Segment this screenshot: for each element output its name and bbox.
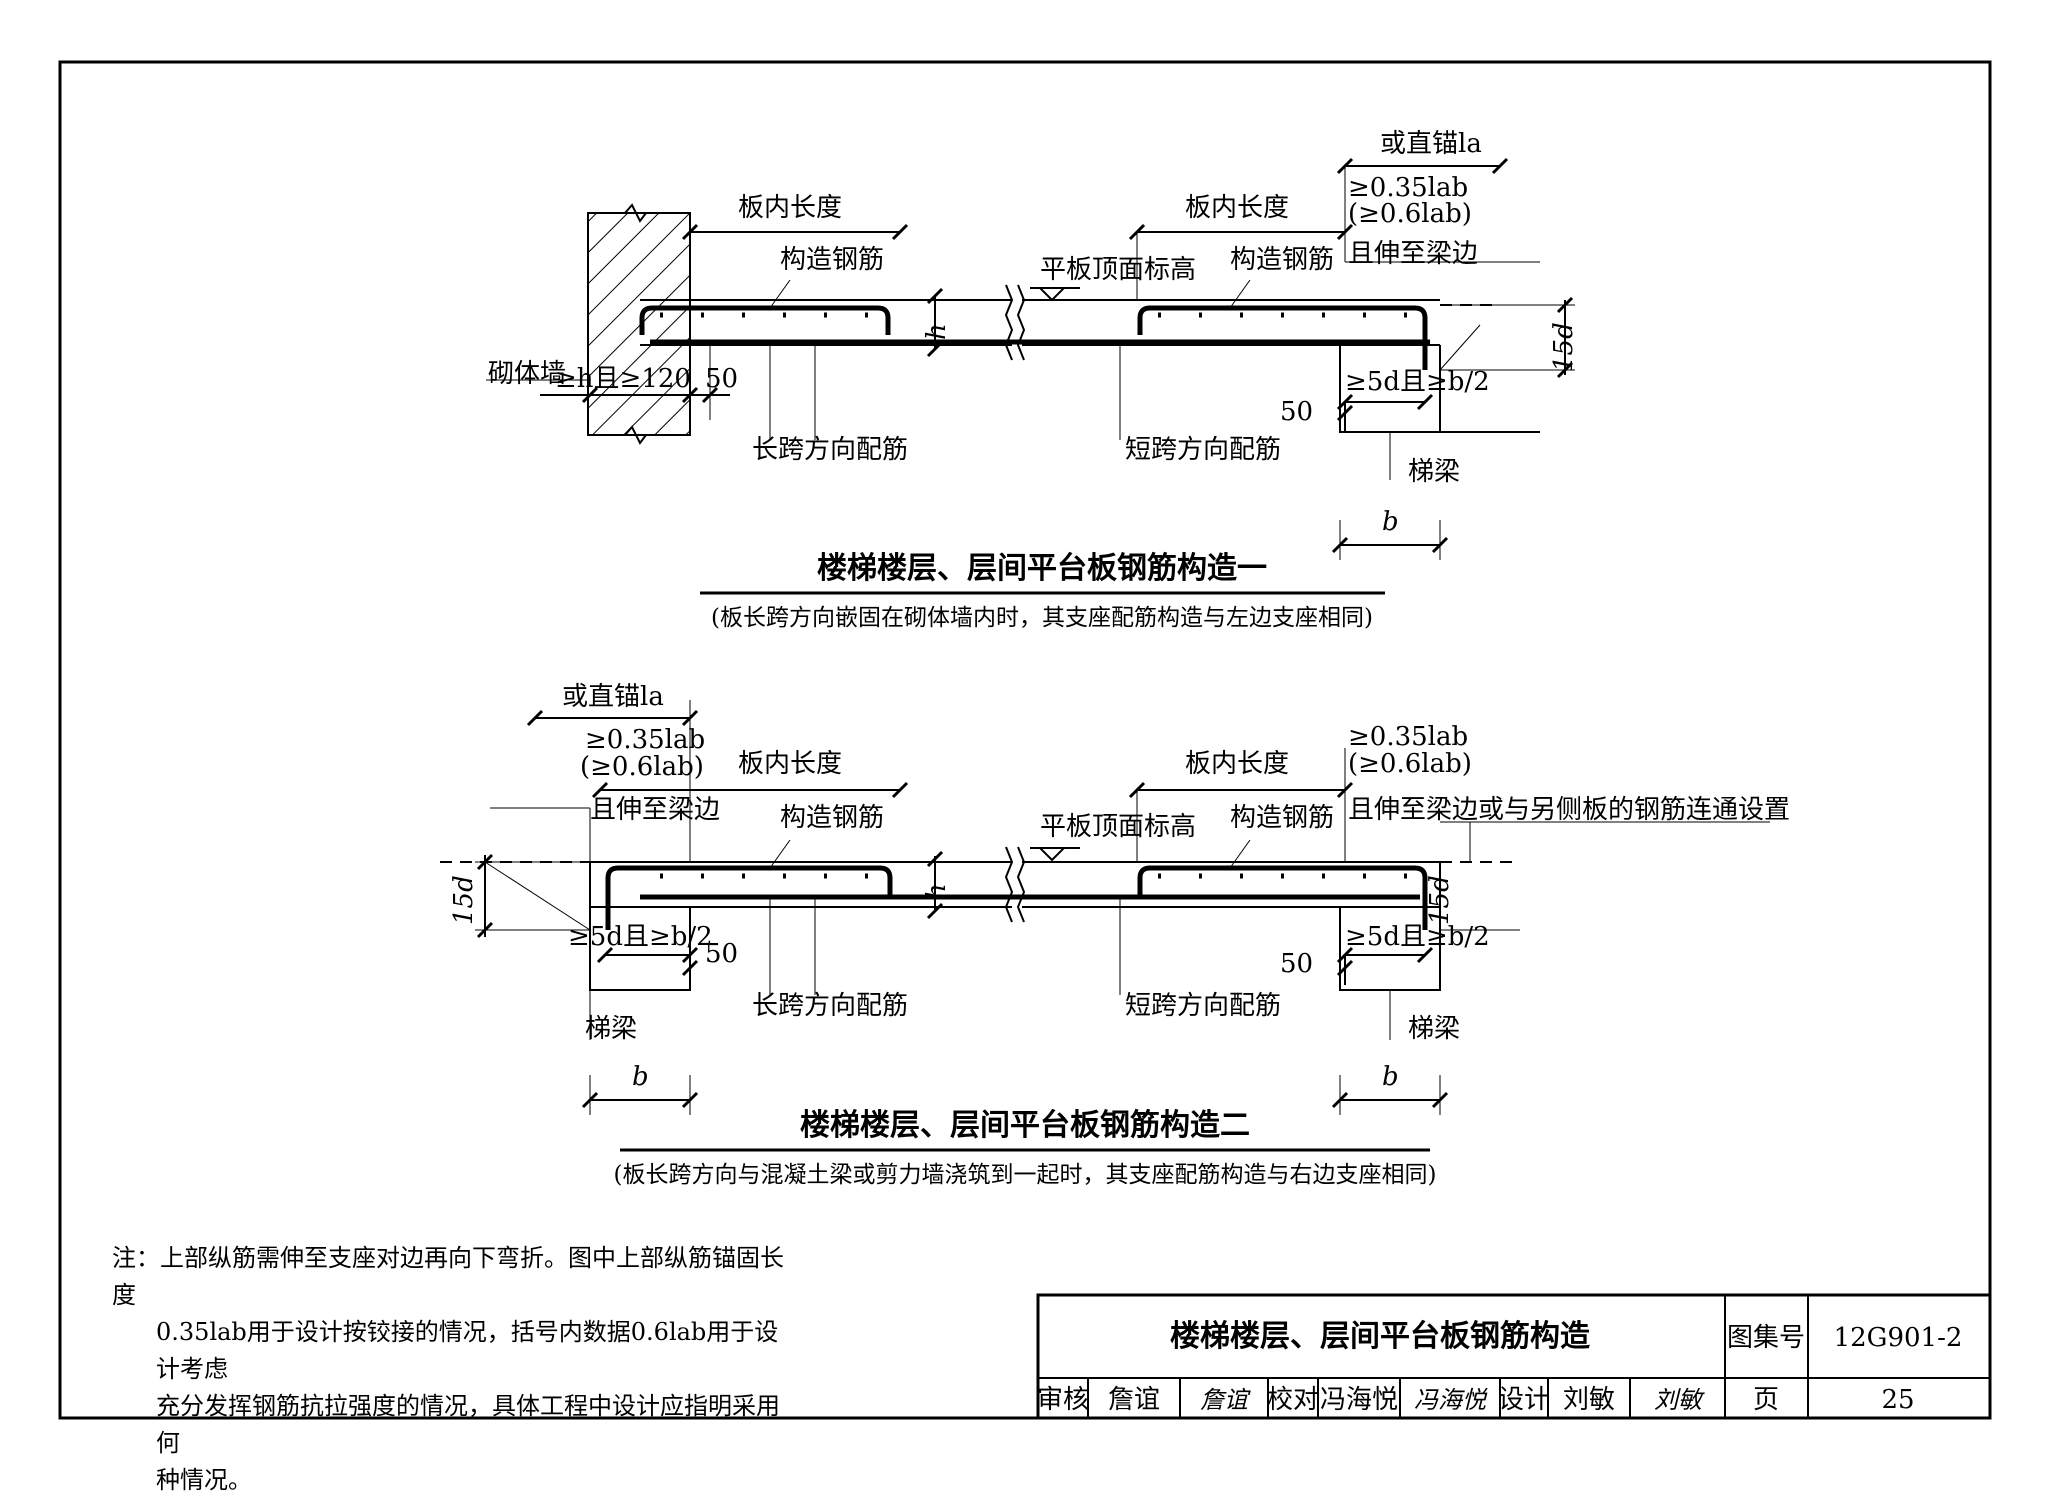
construction-bar-label: 构造钢筋 (780, 803, 884, 833)
anchor-length-alt-label: (≥0.6lab) (580, 752, 704, 782)
dim-50-label: 50 (705, 364, 738, 394)
min-anchor-label: ≥5d且≥b/2 (1345, 922, 1490, 952)
note-line: 充分发挥钢筋抗拉强度的情况，具体工程中设计应指明采用何 (156, 1392, 780, 1457)
anchor-length-label: ≥0.35lab (1348, 173, 1468, 203)
design-note: 注：上部纵筋需伸至支座对边再向下弯折。图中上部纵筋锚固长度 0.35lab用于设… (112, 1240, 792, 1499)
masonry-wall-label: 砌体墙 (488, 359, 566, 389)
anchor-length-label: ≥0.35lab (1348, 722, 1468, 752)
masonry-wall (587, 212, 691, 436)
reviewer-name: 詹谊 (1108, 1385, 1160, 1415)
dim-50-label: 50 (1280, 397, 1313, 427)
drawing-title: 楼梯楼层、层间平台板钢筋构造 (1170, 1319, 1590, 1354)
title-block (1036, 1293, 1992, 1420)
diagram-1-labels: 板内长度 板内长度 构造钢筋 构造钢筋 平板顶面标高 砌体墙 ≥h且≥120 5… (488, 129, 1579, 631)
slab-thickness-label: h (922, 323, 952, 340)
beam-width-label: b (1382, 507, 1399, 537)
atlas-number-label: 图集号 (1727, 1323, 1805, 1353)
diagram-2-labels: 或直锚la ≥0.35lab (≥0.6lab) 且伸至梁边 板内长度 板内长度… (449, 682, 1790, 1188)
top-elevation-label: 平板顶面标高 (1040, 255, 1196, 285)
bend-length-label: 15d (449, 875, 479, 925)
anchor-length-alt-label: (≥0.6lab) (1348, 749, 1472, 779)
designer-name: 刘敏 (1563, 1385, 1615, 1415)
page-label: 页 (1753, 1385, 1779, 1415)
extend-to-beam-label: 且伸至梁边 (1348, 239, 1478, 269)
straight-anchor-label: 或直锚la (1380, 129, 1482, 159)
diagram-1 (486, 157, 1575, 595)
extend-to-beam-label: 且伸至梁边 (590, 795, 720, 825)
review-label: 审核 (1037, 1385, 1089, 1415)
checker-name: 冯海悦 (1320, 1385, 1398, 1415)
page-number: 25 (1881, 1385, 1914, 1415)
short-span-label: 短跨方向配筋 (1125, 435, 1281, 465)
connect-option-label: 或与另侧板的钢筋连通设置 (1478, 795, 1790, 825)
check-label: 校对 (1267, 1385, 1319, 1415)
checker-signature: 冯海悦 (1414, 1386, 1488, 1414)
diagram-2-title: 楼梯楼层、层间平台板钢筋构造二 (800, 1108, 1250, 1143)
beam-width-label: b (1382, 1062, 1399, 1092)
short-span-label: 短跨方向配筋 (1125, 991, 1281, 1021)
designer-signature: 刘敏 (1654, 1386, 1705, 1414)
stair-beam-label: 梯梁 (1408, 457, 1460, 487)
construction-bar-label: 构造钢筋 (1230, 245, 1334, 275)
note-line: 0.35lab用于设计按铰接的情况，括号内数据0.6lab用于设计考虑 (156, 1318, 779, 1383)
dim-50-label: 50 (1280, 949, 1313, 979)
slab-length-label: 板内长度 (738, 193, 842, 223)
anchor-length-label: ≥0.35lab (585, 725, 705, 755)
reviewer-signature: 詹谊 (1200, 1386, 1251, 1414)
extend-to-beam-label: 且伸至梁边 (1348, 795, 1478, 825)
top-elevation-label: 平板顶面标高 (1040, 812, 1196, 842)
diagram-1-title: 楼梯楼层、层间平台板钢筋构造一 (817, 551, 1267, 586)
diagram-1-subtitle: (板长跨方向嵌固在砌体墙内时，其支座配筋构造与左边支座相同) (711, 605, 1373, 631)
min-anchor-label: ≥5d且≥b/2 (568, 922, 713, 952)
wall-embed-label: ≥h且≥120 (555, 364, 691, 394)
slab-length-label: 板内长度 (1185, 749, 1289, 779)
long-span-label: 长跨方向配筋 (752, 991, 908, 1021)
long-span-label: 长跨方向配筋 (752, 435, 908, 465)
note-line: 种情况。 (156, 1466, 252, 1494)
stair-beam-label: 梯梁 (585, 1014, 637, 1044)
min-anchor-label: ≥5d且≥b/2 (1345, 367, 1490, 397)
sheet-border (58, 60, 1992, 1420)
atlas-number: 12G901-2 (1834, 1323, 1963, 1353)
bend-length-label: 15d (1425, 875, 1455, 925)
construction-bar-label: 构造钢筋 (1230, 803, 1334, 833)
title-block-text: 楼梯楼层、层间平台板钢筋构造 图集号 12G901-2 审核 詹谊 詹谊 校对 … (1037, 1319, 1962, 1415)
bend-length-label: 15d (1549, 322, 1579, 372)
anchor-length-alt-label: (≥0.6lab) (1348, 199, 1472, 229)
slab-length-label: 板内长度 (1185, 193, 1289, 223)
dim-50-label: 50 (705, 939, 738, 969)
stair-beam-label: 梯梁 (1408, 1014, 1460, 1044)
diagram-2-subtitle: (板长跨方向与混凝土梁或剪力墙浇筑到一起时，其支座配筋构造与右边支座相同) (614, 1162, 1437, 1188)
note-line: 注：上部纵筋需伸至支座对边再向下弯折。图中上部纵筋锚固长度 (112, 1244, 784, 1309)
design-label: 设计 (1498, 1385, 1550, 1415)
diagram-2 (440, 700, 1770, 1152)
straight-anchor-label: 或直锚la (562, 682, 664, 712)
slab-length-label: 板内长度 (738, 749, 842, 779)
beam-width-label: b (632, 1062, 649, 1092)
construction-bar-label: 构造钢筋 (780, 245, 884, 275)
slab-thickness-label: h (922, 883, 952, 900)
